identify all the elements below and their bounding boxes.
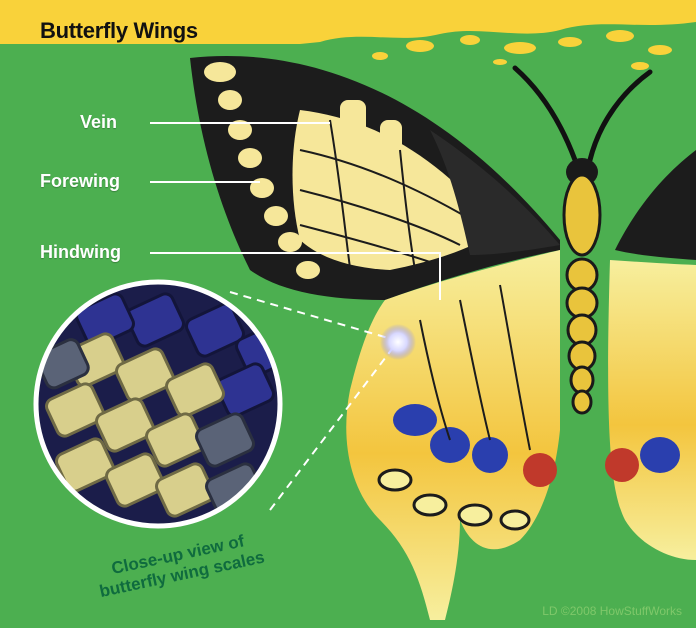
- butterfly-thorax: [564, 175, 600, 255]
- eyespot-right: [605, 448, 639, 482]
- copyright-credit: LD ©2008 HowStuffWorks: [542, 604, 682, 618]
- hindwing-right-blue: [640, 437, 680, 473]
- label-hindwing: Hindwing: [40, 242, 121, 263]
- diagram-title: Butterfly Wings: [0, 0, 300, 44]
- label-forewing: Forewing: [40, 171, 120, 192]
- eyespot-left: [523, 453, 557, 487]
- zoom-focus-glow: [380, 324, 416, 360]
- label-vein: Vein: [80, 112, 117, 133]
